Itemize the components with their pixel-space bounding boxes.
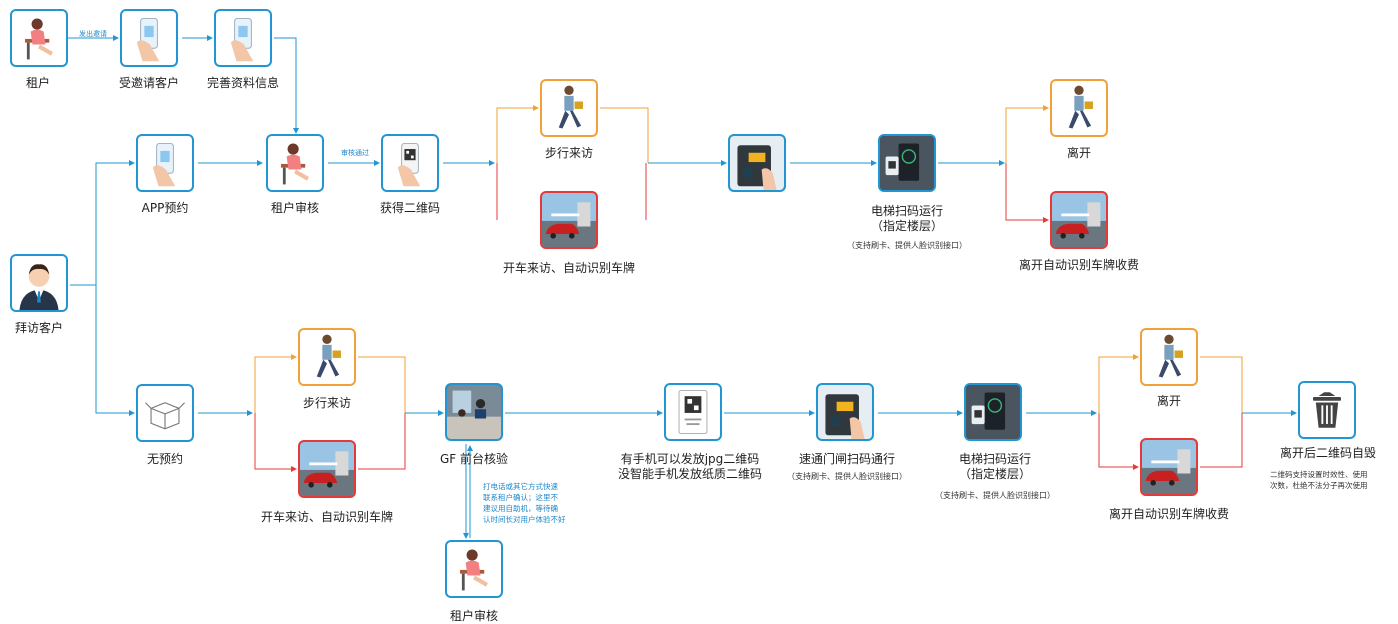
- leave-car-bottom-node: [1140, 438, 1198, 496]
- leave-car-top-label: 离开自动识别车牌收费: [1018, 258, 1140, 272]
- box-icon: [145, 402, 185, 430]
- car-gate-icon: [542, 193, 596, 247]
- complete-info-label: 完善资料信息: [206, 76, 280, 90]
- paper-qr-node: [664, 383, 722, 441]
- elevator-scan-top-label: 电梯扫码运行 （指定楼层）: [870, 204, 944, 233]
- phone-hand-icon: [230, 17, 254, 62]
- qr-destroy-node: [1298, 381, 1356, 439]
- car-visit-top-label: 开车来访、自动识别车牌: [502, 261, 636, 275]
- gate-scanner-icon: [818, 385, 872, 439]
- elevator-scan-bottom-note: （支持刷卡、提供人脸识别接口）: [935, 491, 1055, 500]
- gate-scanner-icon: [730, 136, 784, 190]
- get-qr-node: [381, 134, 439, 192]
- tenant-node: [10, 9, 68, 67]
- qr-destroy-label: 离开后二维码自毁: [1279, 446, 1377, 460]
- gate-top-node: [728, 134, 786, 192]
- tenant-label: 租户: [25, 76, 51, 90]
- elevator-scan-bottom-node: [964, 383, 1022, 441]
- phone-hand-icon: [152, 142, 176, 187]
- reception-desk-icon: [447, 385, 501, 439]
- turnstile-label: 速通门闸扫码通行: [798, 452, 896, 466]
- woman-phone-icon: [25, 18, 53, 60]
- review-pass-label: 审核通过: [341, 149, 369, 157]
- leave-bottom-label: 离开: [1156, 394, 1182, 408]
- car-visit-bottom-label: 开车来访、自动识别车牌: [260, 510, 394, 524]
- elevator-scanner-icon: [966, 385, 1020, 439]
- tenant-review-node: [266, 134, 324, 192]
- car-visit-top-node: [540, 191, 598, 249]
- phone-hand-icon: [136, 17, 160, 62]
- turnstile-node: [816, 383, 874, 441]
- elevator-scan-top-note: （支持刷卡、提供人脸识别接口）: [847, 241, 967, 250]
- paper-qr-label: 有手机可以发放jpg二维码 没智能手机发放纸质二维码: [617, 452, 763, 481]
- visitor-node: [10, 254, 68, 312]
- no-booking-label: 无预约: [146, 452, 184, 466]
- send-invite-label: 发出邀请: [79, 30, 107, 38]
- car-gate-icon: [300, 442, 354, 496]
- car-gate-icon: [1052, 193, 1106, 247]
- walk-visit-bottom-label: 步行来访: [302, 396, 352, 410]
- invited-client-node: [120, 9, 178, 67]
- complete-info-node: [214, 9, 272, 67]
- app-booking-node: [136, 134, 194, 192]
- leave-bottom-node: [1140, 328, 1198, 386]
- leave-top-node: [1050, 79, 1108, 137]
- walk-visit-top-label: 步行来访: [544, 146, 594, 160]
- no-booking-node: [136, 384, 194, 442]
- walking-man-icon: [1068, 85, 1093, 129]
- elevator-scanner-icon: [880, 136, 934, 190]
- qr-phone-icon: [397, 142, 421, 187]
- visitor-label: 拜访客户: [14, 321, 64, 335]
- invited-client-label: 受邀请客户: [118, 76, 180, 90]
- walk-visit-top-node: [540, 79, 598, 137]
- leave-top-label: 离开: [1066, 146, 1092, 160]
- woman-phone-icon: [460, 549, 488, 591]
- walking-man-icon: [316, 334, 341, 378]
- leave-car-top-node: [1050, 191, 1108, 249]
- trash-icon: [1313, 392, 1341, 428]
- businessman-icon: [19, 264, 59, 310]
- app-booking-label: APP预约: [141, 201, 189, 215]
- walking-man-icon: [1158, 334, 1183, 378]
- woman-phone-icon: [281, 143, 309, 185]
- tenant-review-bottom-label: 租户审核: [449, 609, 499, 623]
- tenant-review-label: 租户审核: [270, 201, 320, 215]
- leave-car-bottom-label: 离开自动识别车牌收费: [1108, 507, 1230, 521]
- front-desk-label: GF 前台核验: [439, 452, 509, 466]
- front-desk-note: 打电话或其它方式快速 联系租户确认；这里不 建议用自助机，等待确 认时间长对用户…: [483, 482, 566, 524]
- front-desk-node: [445, 383, 503, 441]
- get-qr-label: 获得二维码: [379, 201, 441, 215]
- tenant-review-bottom-node: [445, 540, 503, 598]
- paper-qr-icon: [678, 390, 708, 434]
- car-visit-bottom-node: [298, 440, 356, 498]
- car-gate-icon: [1142, 440, 1196, 494]
- walking-man-icon: [558, 85, 583, 129]
- qr-destroy-note: 二维码支持设置时效性、使用 次数，杜绝不法分子再次使用: [1270, 470, 1368, 490]
- elevator-scan-top-node: [878, 134, 936, 192]
- turnstile-note: （支持刷卡、提供人脸识别接口）: [787, 472, 907, 481]
- elevator-scan-bottom-label: 电梯扫码运行 （指定楼层）: [958, 452, 1032, 481]
- walk-visit-bottom-node: [298, 328, 356, 386]
